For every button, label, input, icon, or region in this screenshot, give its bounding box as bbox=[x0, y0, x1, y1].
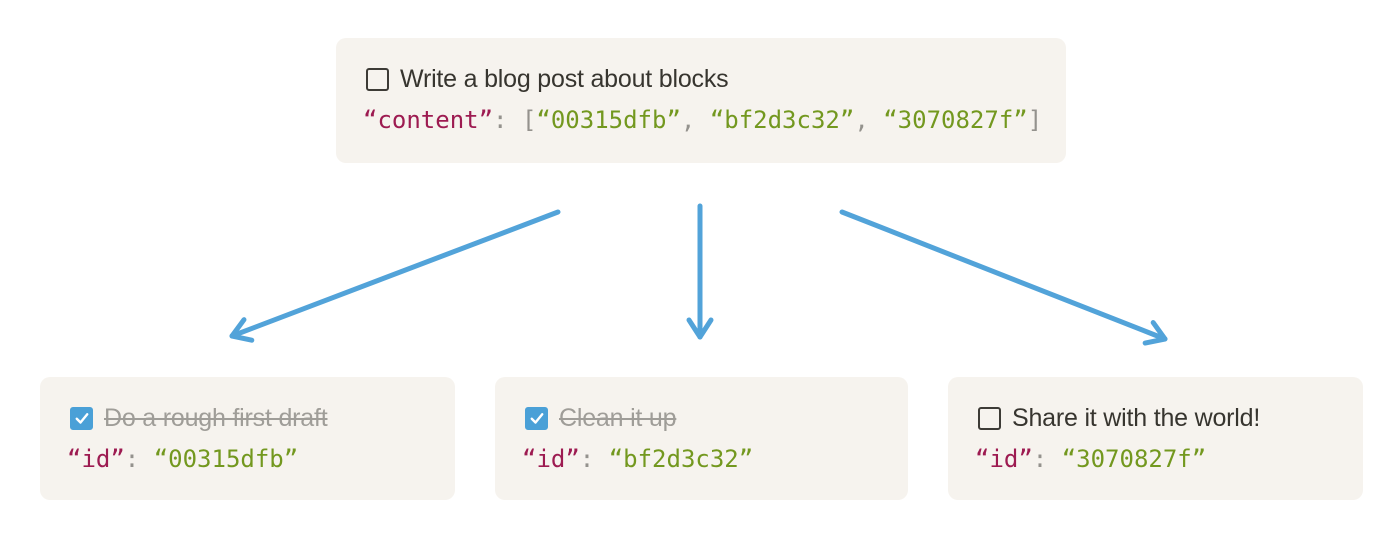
todo-row: Do a rough first draft bbox=[70, 403, 428, 433]
json-bracket-open: [ bbox=[521, 106, 537, 134]
todo-row: Share it with the world! bbox=[978, 403, 1336, 433]
json-value: “bf2d3c32” bbox=[608, 445, 754, 473]
block-json-content-line: “content”: [“00315dfb”, “bf2d3c32”, “307… bbox=[363, 105, 1043, 135]
json-colon: : bbox=[1032, 445, 1062, 473]
checkmark-icon bbox=[530, 413, 543, 424]
json-bracket-close: ] bbox=[1027, 106, 1043, 134]
todo-row: Clean it up bbox=[525, 403, 881, 433]
todo-row: Write a blog post about blocks bbox=[366, 64, 1039, 94]
todo-label: Share it with the world! bbox=[1012, 404, 1261, 432]
json-colon: : bbox=[579, 445, 609, 473]
todo-checkbox[interactable] bbox=[70, 406, 93, 430]
json-comma: , bbox=[680, 106, 710, 134]
json-value: “3070827f” bbox=[1061, 445, 1207, 473]
block-json-id-line: “id”: “00315dfb” bbox=[67, 444, 428, 474]
child-block-card-2: Clean it up “id”: “bf2d3c32” bbox=[495, 377, 908, 500]
json-array-item: “00315dfb” bbox=[536, 106, 681, 134]
json-comma: , bbox=[854, 106, 884, 134]
checkmark-icon bbox=[75, 413, 88, 424]
json-key: “id” bbox=[67, 445, 125, 473]
parent-block-card: Write a blog post about blocks “content”… bbox=[336, 38, 1066, 163]
json-colon: : bbox=[124, 445, 154, 473]
todo-label: Clean it up bbox=[559, 404, 677, 432]
json-key: “content” bbox=[363, 106, 494, 134]
child-block-card-3: Share it with the world! “id”: “3070827f… bbox=[948, 377, 1363, 500]
child-block-card-1: Do a rough first draft “id”: “00315dfb” bbox=[40, 377, 455, 500]
todo-checkbox[interactable] bbox=[978, 406, 1001, 430]
block-json-id-line: “id”: “3070827f” bbox=[975, 444, 1336, 474]
block-json-id-line: “id”: “bf2d3c32” bbox=[522, 444, 881, 474]
todo-label: Do a rough first draft bbox=[104, 404, 328, 432]
todo-label: Write a blog post about blocks bbox=[400, 65, 729, 93]
json-value: “00315dfb” bbox=[153, 445, 299, 473]
json-key: “id” bbox=[975, 445, 1033, 473]
json-array-item: “bf2d3c32” bbox=[709, 106, 855, 134]
todo-checkbox[interactable] bbox=[525, 406, 548, 430]
arrow-to-child-3-icon bbox=[839, 209, 1168, 346]
json-colon: : bbox=[493, 106, 522, 134]
arrow-to-child-1-icon bbox=[229, 209, 561, 343]
json-key: “id” bbox=[522, 445, 580, 473]
todo-checkbox[interactable] bbox=[366, 67, 389, 91]
json-array-item: “3070827f” bbox=[883, 106, 1028, 134]
